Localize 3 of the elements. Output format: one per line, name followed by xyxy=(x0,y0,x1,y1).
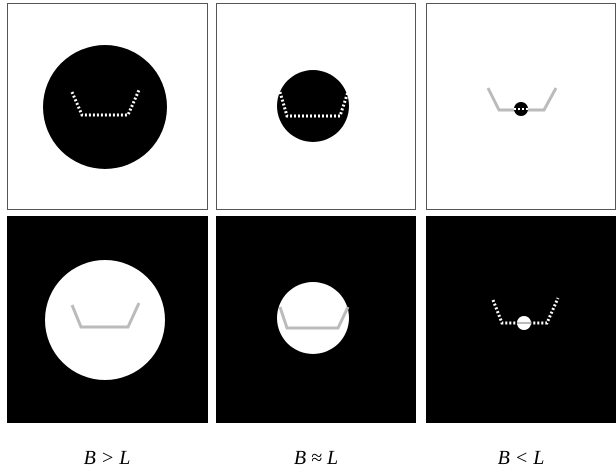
condition-label: B < L xyxy=(498,447,544,470)
condition-label: B ≈ L xyxy=(294,447,338,470)
condition-label: B > L xyxy=(84,447,130,470)
